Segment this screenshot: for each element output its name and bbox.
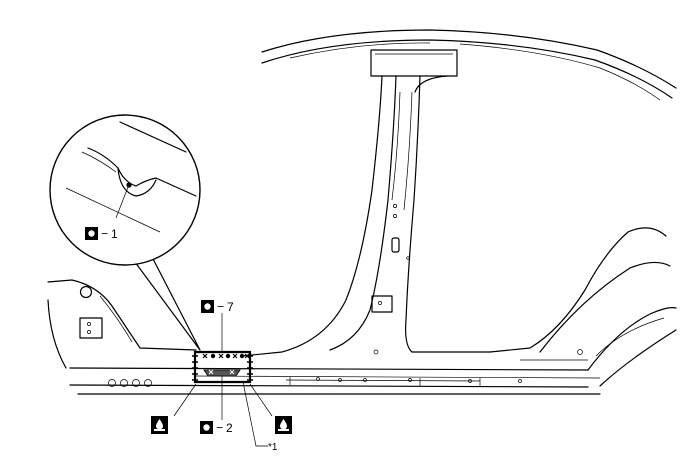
note-label: *1 [268,442,278,453]
repair-area [192,350,253,384]
magnified-detail [49,114,201,351]
pillar-top-bracket [370,49,458,77]
spot-weld-symbol-icon [201,300,214,313]
brazing-symbol-icon [275,416,292,434]
center-pillar [241,75,491,357]
spot-weld-symbol-icon [85,227,98,240]
spot-weld-symbol-icon [200,421,213,434]
svg-text:−: − [216,421,223,435]
callout-detail: − 1 [85,227,118,241]
roof-rail [261,29,677,101]
rear-quarter [489,227,677,387]
leader-lines [173,313,273,447]
callout-lower-number: 2 [226,421,233,435]
callout-detail-number: 1 [111,227,118,241]
callout-upper-number: 7 [227,300,234,314]
brazing-left [151,416,168,434]
svg-text:−: − [217,300,224,314]
callout-upper: − 7 [201,300,234,314]
front-lower-section [47,279,197,369]
brazing-right [275,416,292,434]
weld-marks-upper [202,353,250,359]
callout-lower: − 2 [200,421,233,435]
rocker-sill [69,367,601,395]
brazing-symbol-icon [151,416,168,434]
svg-text:−: − [101,227,108,241]
